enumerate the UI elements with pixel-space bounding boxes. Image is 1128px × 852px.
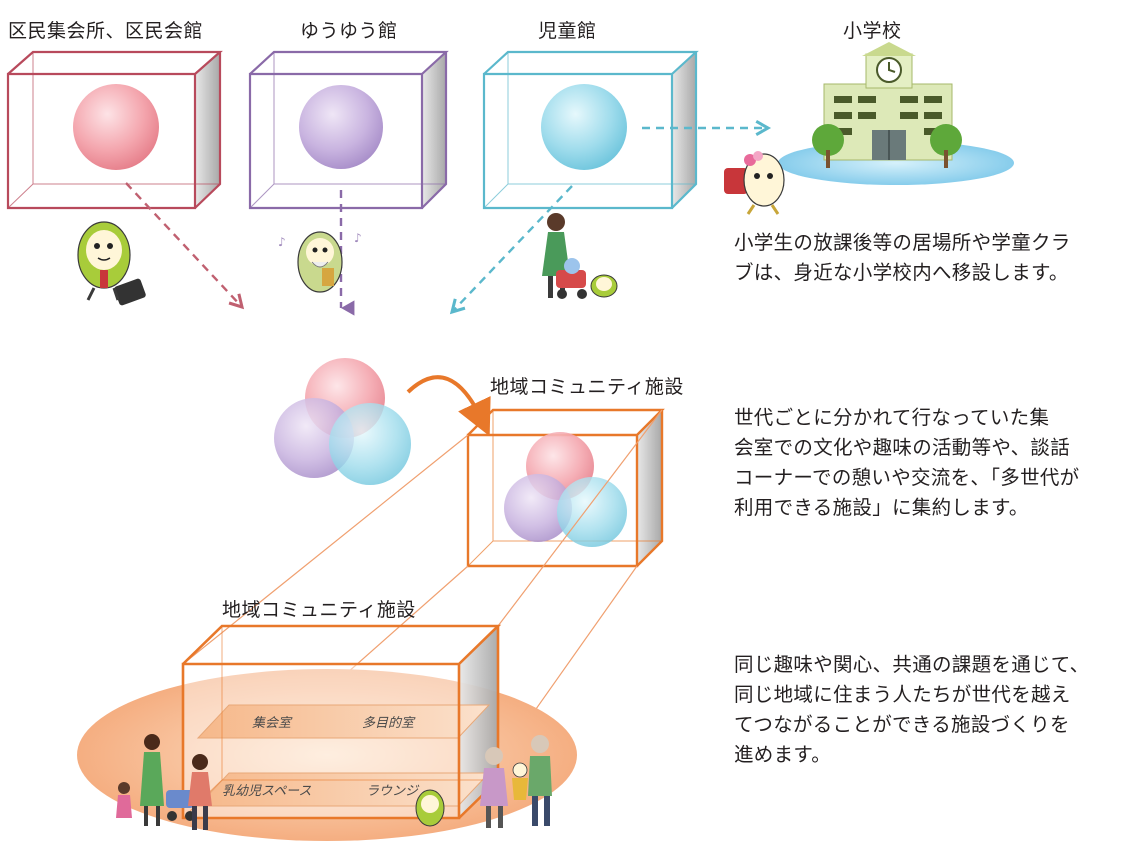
purple-sphere <box>299 85 383 169</box>
combined-spheres <box>274 358 411 485</box>
svg-text:♪: ♪ <box>278 235 286 249</box>
label-community-facility-building: 地域コミュニティ施設 <box>222 599 416 621</box>
mascot-businessman <box>77 221 146 306</box>
description-community: 同じ趣味や関心、共通の課題を通じて、 同じ地域に住まう人たちが世代を越え てつな… <box>734 653 1090 766</box>
community-hall-box <box>6 50 223 210</box>
community-facility-box <box>466 408 665 568</box>
label-elementary-school: 小学校 <box>843 20 902 42</box>
label-childrens-hall: 児童館 <box>538 20 597 42</box>
mascot-elder: ♪ ♪ <box>278 231 362 293</box>
floor-label-multipurpose-room: 多目的室 <box>362 715 416 731</box>
school-illustration <box>778 42 1014 185</box>
floor-label-infant-space: 乳幼児スペース <box>222 784 311 799</box>
childrens-hall-box <box>482 50 699 210</box>
mascot-school <box>724 151 785 215</box>
description-school: 小学生の放課後等の居場所や学童クラ ブは、身近な小学校内へ移設します。 <box>734 231 1071 284</box>
people-left <box>116 734 212 830</box>
svg-text:♪: ♪ <box>354 231 362 245</box>
mother-stroller <box>542 213 618 299</box>
red-sphere <box>73 84 159 170</box>
cyan-sphere <box>541 84 627 170</box>
arrow-cyan-down <box>449 185 573 315</box>
people-right <box>415 735 552 828</box>
floor-label-lounge: ラウンジ <box>366 784 420 799</box>
arrow-red <box>125 182 245 310</box>
label-yuyu-hall: ゆうゆう館 <box>300 20 398 42</box>
yuyu-hall-box <box>248 50 449 210</box>
label-community-facility: 地域コミュニティ施設 <box>490 376 684 398</box>
floor-label-meeting-room: 集会室 <box>252 715 293 731</box>
label-community-hall: 区民集会所、区民会館 <box>8 20 204 42</box>
curved-arrow <box>406 375 491 437</box>
description-consolidate: 世代ごとに分かれて行なっていた集 会室での文化や趣味の活動等や、談話 コーナーで… <box>734 406 1080 519</box>
